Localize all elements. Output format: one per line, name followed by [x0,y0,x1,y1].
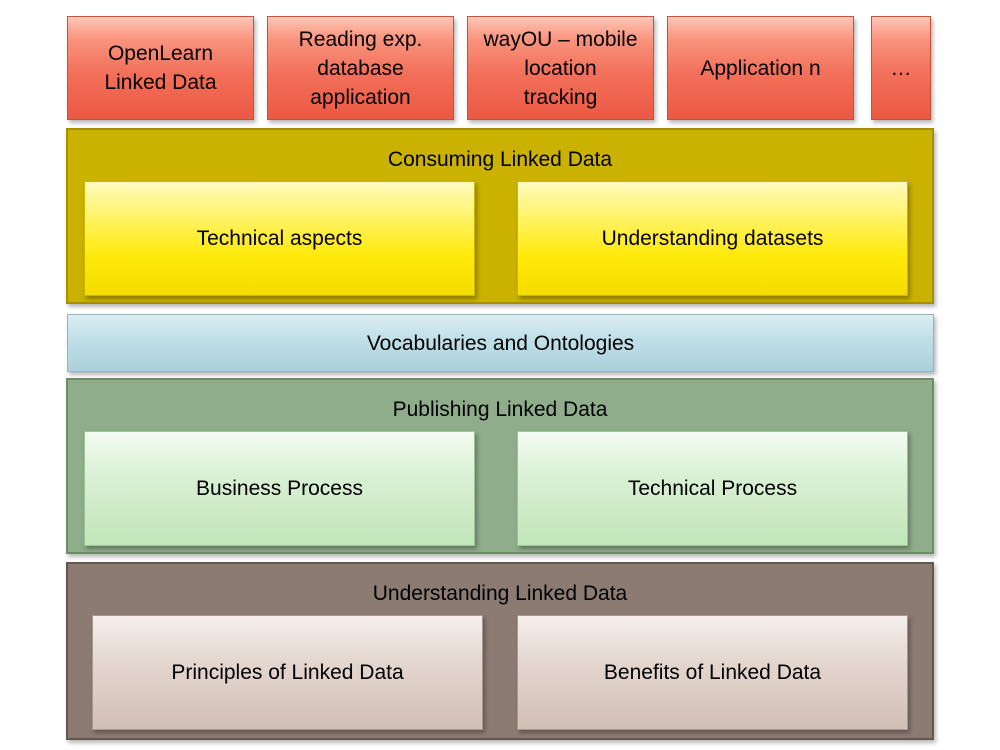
consuming-linked-data-title: Consuming Linked Data [387,148,613,171]
application-box-openlearn: OpenLearn Linked Data [67,16,254,120]
application-box-application-n: Application n [667,16,854,120]
understanding-linked-data-layer: Understanding Linked Data Principles of … [66,562,934,740]
application-box-more: … [871,16,931,120]
consuming-linked-data-layer: Consuming Linked Data Technical aspects … [66,128,934,304]
technical-aspects-box: Technical aspects [84,181,475,296]
principles-of-linked-data-box: Principles of Linked Data [92,615,483,730]
publishing-linked-data-title: Publishing Linked Data [392,398,608,421]
understanding-datasets-box: Understanding datasets [517,181,908,296]
application-box-wayou: wayOU – mobile location tracking [467,16,654,120]
benefits-of-linked-data-box: Benefits of Linked Data [517,615,908,730]
technical-process-box: Technical Process [517,431,908,546]
business-process-box: Business Process [84,431,475,546]
publishing-linked-data-layer: Publishing Linked Data Business Process … [66,378,934,554]
understanding-linked-data-title: Understanding Linked Data [372,582,628,605]
vocabularies-ontologies-layer: Vocabularies and Ontologies [67,314,934,372]
application-box-reading-exp: Reading exp. database application [267,16,454,120]
